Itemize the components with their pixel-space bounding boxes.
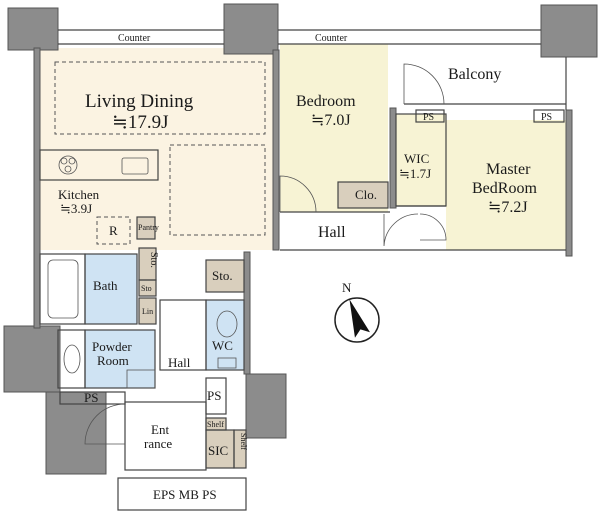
counter-left-label: Counter <box>118 33 151 44</box>
living-dining-size: ≒17.9J <box>112 112 169 133</box>
sto-box-label: Sto. <box>212 268 233 283</box>
wc-floor <box>206 300 244 370</box>
master-line2: BedRoom <box>472 180 537 197</box>
sto-box-floor <box>206 260 244 292</box>
master-line1: Master <box>486 161 531 178</box>
kitchen-label: Kitchen <box>58 187 100 202</box>
hall-lower-label: Hall <box>168 355 191 370</box>
stove-icon <box>60 157 76 173</box>
pantry-label: Pantry <box>138 223 159 232</box>
powder-line1: Powder <box>92 339 132 354</box>
ps-master-label: PS <box>541 112 552 123</box>
entrance-line1: Ent <box>151 422 169 437</box>
eps-label: EPS MB PS <box>153 487 217 502</box>
shelf-top-floor <box>206 418 226 430</box>
ps-wic-label: PS <box>423 112 434 123</box>
wall-bedroom-left <box>272 49 280 251</box>
wic-label: WIC <box>404 151 429 166</box>
wic-size: ≒1.7J <box>399 166 431 181</box>
pillar-bottom-right <box>245 373 287 439</box>
living-dining-label: Living Dining <box>85 91 194 112</box>
sic-floor <box>206 430 234 468</box>
ps-middle-label: PS <box>207 388 221 403</box>
compass-n-label: N <box>342 280 352 295</box>
wall-left <box>33 47 41 329</box>
balcony-label: Balcony <box>448 66 501 83</box>
clo-floor <box>338 182 388 208</box>
pantry-floor <box>137 217 155 239</box>
refrigerator-label: R <box>109 223 118 238</box>
wall-wic-left <box>389 107 397 209</box>
sto-vertical-floor <box>139 248 156 280</box>
wc-label: WC <box>212 338 233 353</box>
ps-left-label: PS <box>84 390 98 405</box>
bath-label: Bath <box>93 278 118 293</box>
sto-small-floor <box>139 280 156 296</box>
wall-core <box>243 251 251 375</box>
lin-floor <box>139 298 156 324</box>
master-size: ≒7.2J <box>488 199 528 216</box>
bedroom-label: Bedroom <box>296 93 356 110</box>
entrance-line2: rance <box>144 436 172 451</box>
compass-icon: N <box>334 280 380 343</box>
sic-label: SIC <box>208 443 228 458</box>
pillar-top-left <box>7 7 59 51</box>
wic-floor <box>396 114 446 206</box>
sto-small-label: Sto <box>141 284 152 293</box>
shelf-side-label: Shelf <box>239 433 248 450</box>
lin-label: Lin <box>142 307 153 316</box>
shelf-top-label: Shelf <box>207 420 224 429</box>
bedroom-size: ≒7.0J <box>311 112 351 129</box>
hall-upper-label: Hall <box>318 224 346 241</box>
powder-room-floor <box>85 330 155 388</box>
counter-right-label: Counter <box>315 33 348 44</box>
labels: Counter Counter Balcony Living Dining ≒1… <box>58 33 552 502</box>
pillar-top-center <box>223 3 279 55</box>
powder-line2: Room <box>97 353 129 368</box>
kitchen-size: ≒3.9J <box>60 201 92 216</box>
pillar-top-right <box>540 4 598 58</box>
pillar-left-mid <box>3 325 61 393</box>
bath-floor <box>85 254 137 324</box>
shelf-side-floor <box>234 430 246 468</box>
wall-right <box>565 109 573 257</box>
master-bedroom-floor <box>446 120 566 250</box>
clo-label: Clo. <box>355 187 377 202</box>
room-lines <box>39 29 567 511</box>
sto-vertical-label: Sto. <box>148 252 159 268</box>
